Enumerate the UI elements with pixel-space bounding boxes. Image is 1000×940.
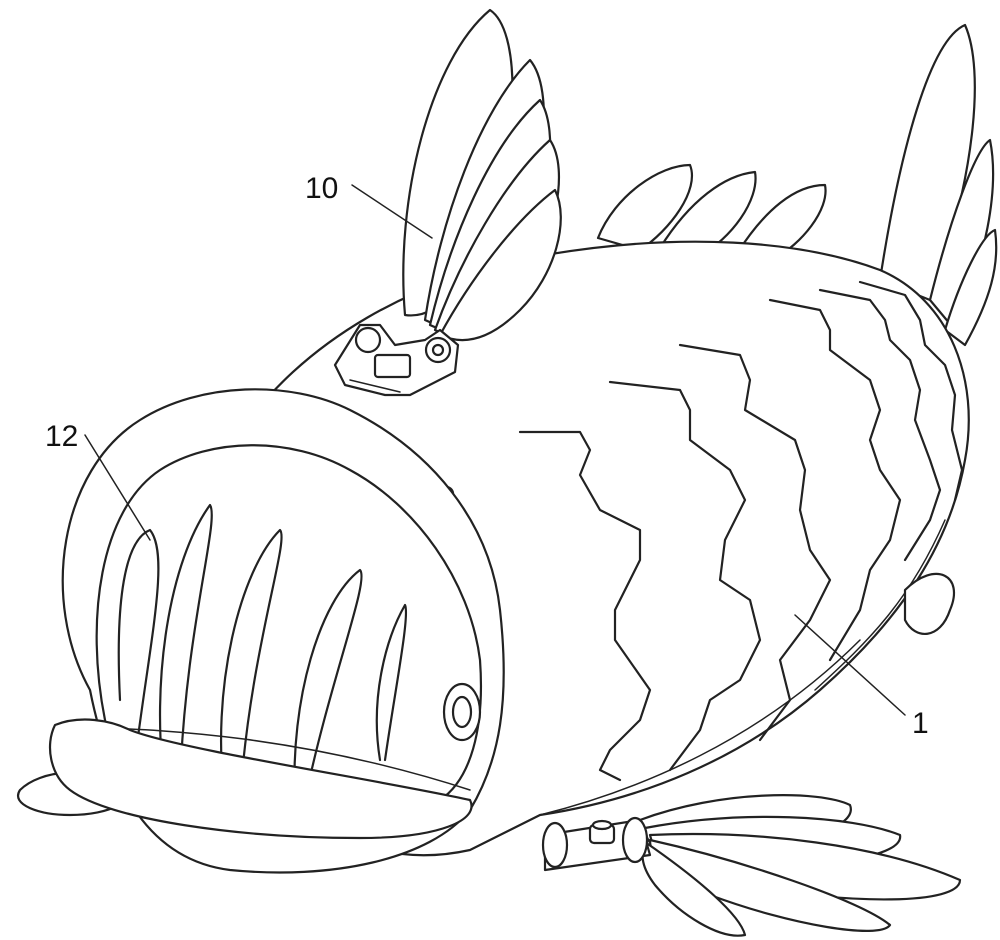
dorsal-fins (596, 163, 827, 260)
mouth-inner-ribs (48, 503, 482, 840)
bottom-fin-assembly (541, 794, 962, 937)
body-zigzag-grooves (518, 280, 964, 782)
callout-label-12: 12 (45, 420, 78, 453)
callout-label-1: 1 (912, 707, 929, 740)
callout-label-10: 10 (305, 172, 338, 205)
leader-lines (84, 184, 906, 716)
tail-fin-right (878, 23, 998, 347)
top-fin-assembly (333, 8, 562, 397)
pectoral-fin-right (903, 572, 956, 636)
